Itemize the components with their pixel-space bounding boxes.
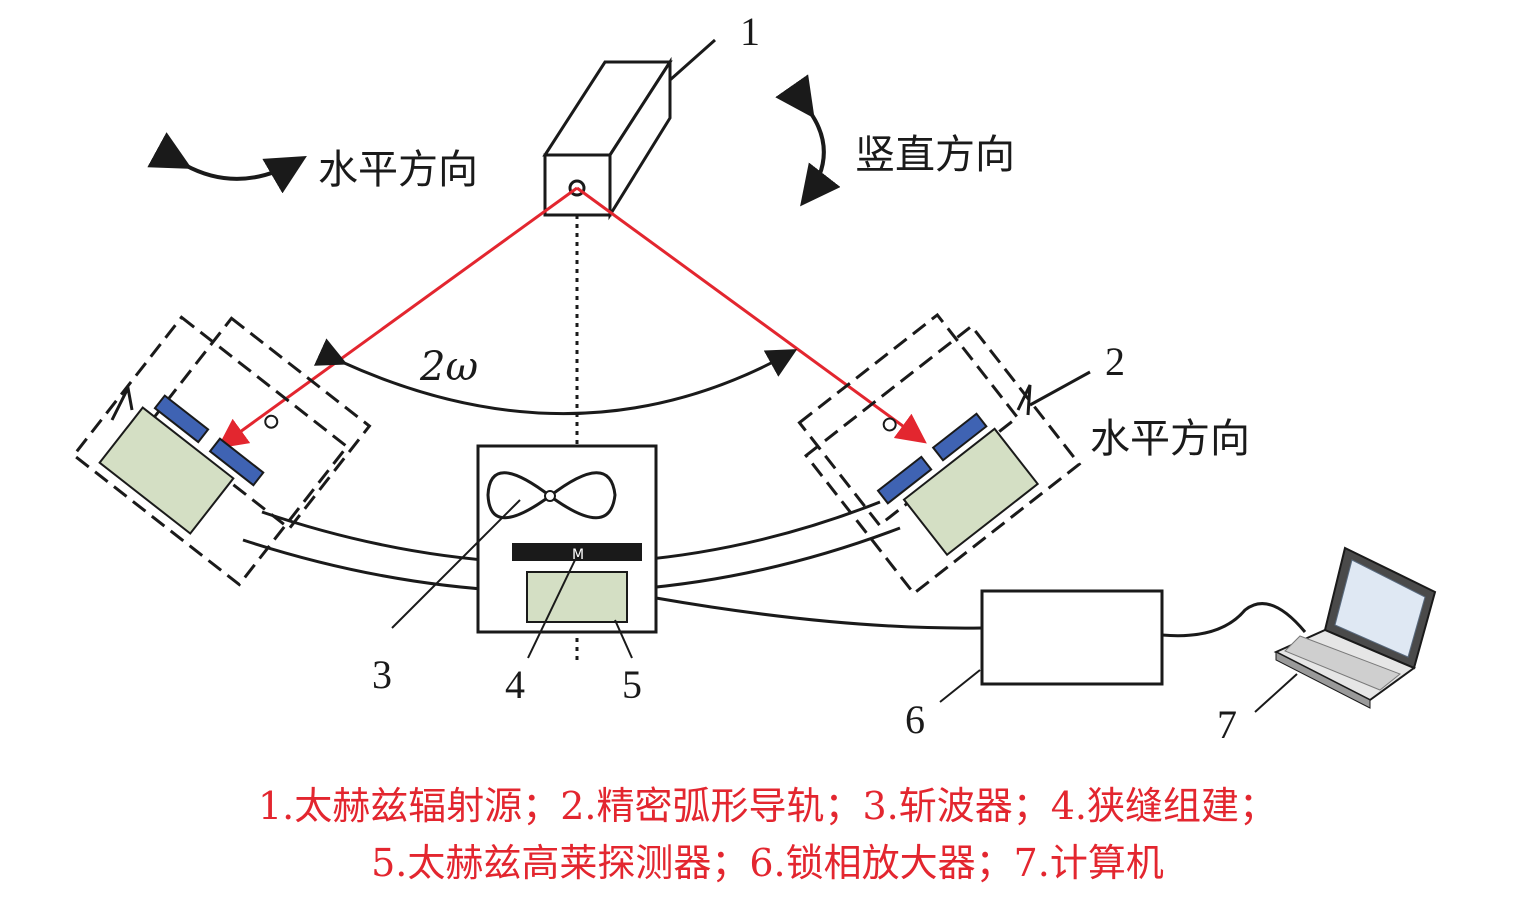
label-7-leader <box>1254 673 1298 713</box>
label-5-leader <box>614 619 633 659</box>
incident-beam-left <box>217 186 578 449</box>
label-2: 2 <box>1105 339 1125 384</box>
label-7: 7 <box>1217 702 1237 747</box>
label-4: 4 <box>505 662 525 707</box>
cable-to-lockin <box>655 596 983 630</box>
label-1-leader <box>669 38 716 82</box>
horizontal-rotation-arrow <box>147 132 307 194</box>
slit-bar <box>512 543 642 561</box>
angle-arc <box>313 338 798 416</box>
incident-beam-right <box>576 186 927 444</box>
cable-to-computer <box>1161 602 1307 638</box>
golay-detector <box>526 571 628 623</box>
label-6-leader <box>939 669 981 703</box>
angle-label: 2ω <box>419 344 478 390</box>
chopper-hub <box>544 490 556 502</box>
thz-source <box>542 56 673 221</box>
horizontal-direction-label-right: 水平方向 <box>1090 416 1250 462</box>
right-stage <box>797 312 1082 596</box>
horizontal-direction-label: 水平方向 <box>318 147 478 193</box>
label-5: 5 <box>622 662 642 707</box>
label-1: 1 <box>740 9 760 54</box>
left-stage-bracket <box>110 383 134 421</box>
vertical-rotation-arrow <box>775 74 841 207</box>
label-6: 6 <box>905 697 925 742</box>
vertical-direction-label: 竖直方向 <box>855 132 1015 178</box>
slit-mark: M <box>572 547 584 563</box>
left-stage <box>71 315 372 587</box>
label-3-leader <box>391 499 521 629</box>
laptop-icon <box>1273 546 1437 709</box>
caption-line-1: 1.太赫兹辐射源；2.精密弧形导轨；3.斩波器；4.狭缝组建； <box>257 784 1278 828</box>
label-4-leader <box>527 559 576 659</box>
label-3: 3 <box>372 652 392 697</box>
label-2-leader <box>1029 370 1091 407</box>
caption-line-2: 5.太赫兹高莱探测器；6.锁相放大器；7.计算机 <box>371 841 1164 885</box>
right-stage-bracket <box>1016 384 1032 416</box>
lockin-amplifier <box>980 589 1164 686</box>
